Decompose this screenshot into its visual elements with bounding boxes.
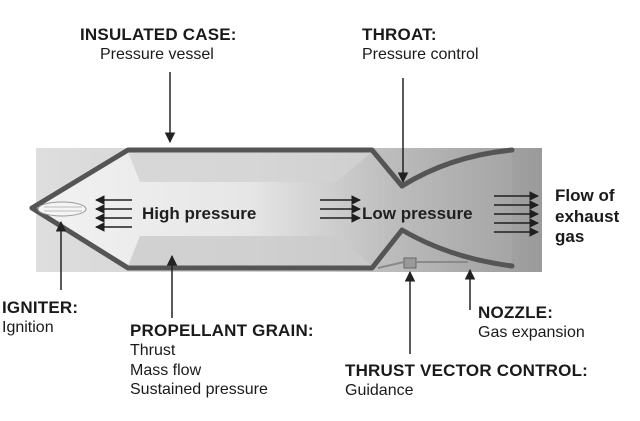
propellant-grain-upper <box>128 152 372 182</box>
exhaust-line: gas <box>555 227 585 247</box>
igniter-callout: IGNITER: Ignition <box>2 298 78 338</box>
insulated-case-subtitle: Pressure vessel <box>100 46 214 64</box>
nozzle-title: NOZZLE: <box>478 303 554 322</box>
propellant-grain-lower <box>128 236 372 266</box>
tvc-linkage <box>377 261 468 269</box>
propellant-title: PROPELLANT GRAIN: <box>130 321 314 340</box>
tvc-callout: THRUST VECTOR CONTROL: Guidance <box>345 361 588 401</box>
exhaust-line: exhaust <box>555 206 620 226</box>
tvc-actuator <box>403 257 417 269</box>
propellant-callout: PROPELLANT GRAIN: Thrust Mass flow Susta… <box>130 321 314 399</box>
igniter-title: IGNITER: <box>2 298 79 317</box>
high-pressure-label: High pressure <box>142 204 256 223</box>
igniter-body <box>37 201 87 217</box>
low-pressure-label: Low pressure <box>362 204 473 223</box>
exhaust-flow-label: Flow of exhaust gas <box>555 186 619 248</box>
high-pressure-arrows <box>95 195 132 232</box>
insulated-case-outline <box>29 147 515 211</box>
tvc-subtitle: Guidance <box>345 382 414 400</box>
throat-title: THROAT: <box>362 25 437 44</box>
propellant-line: Mass flow <box>130 361 202 379</box>
exhaust-arrows <box>494 191 539 237</box>
exhaust-line: Flow of <box>555 186 615 205</box>
throat-callout: THROAT: Pressure control <box>362 25 479 65</box>
propellant-line: Thrust <box>130 342 176 360</box>
nozzle-subtitle: Gas expansion <box>478 324 585 342</box>
tvc-title: THRUST VECTOR CONTROL: <box>345 361 589 380</box>
insulated-case-outline-lower <box>29 205 515 271</box>
throat-subtitle: Pressure control <box>362 46 479 64</box>
insulated-case-title: INSULATED CASE: <box>80 25 237 44</box>
propellant-line: Sustained pressure <box>130 380 268 398</box>
nozzle-callout: NOZZLE: Gas expansion <box>478 303 585 343</box>
mid-arrows <box>320 195 361 223</box>
insulated-case-callout: INSULATED CASE: Pressure vessel <box>80 25 237 65</box>
igniter-subtitle: Ignition <box>2 319 54 337</box>
